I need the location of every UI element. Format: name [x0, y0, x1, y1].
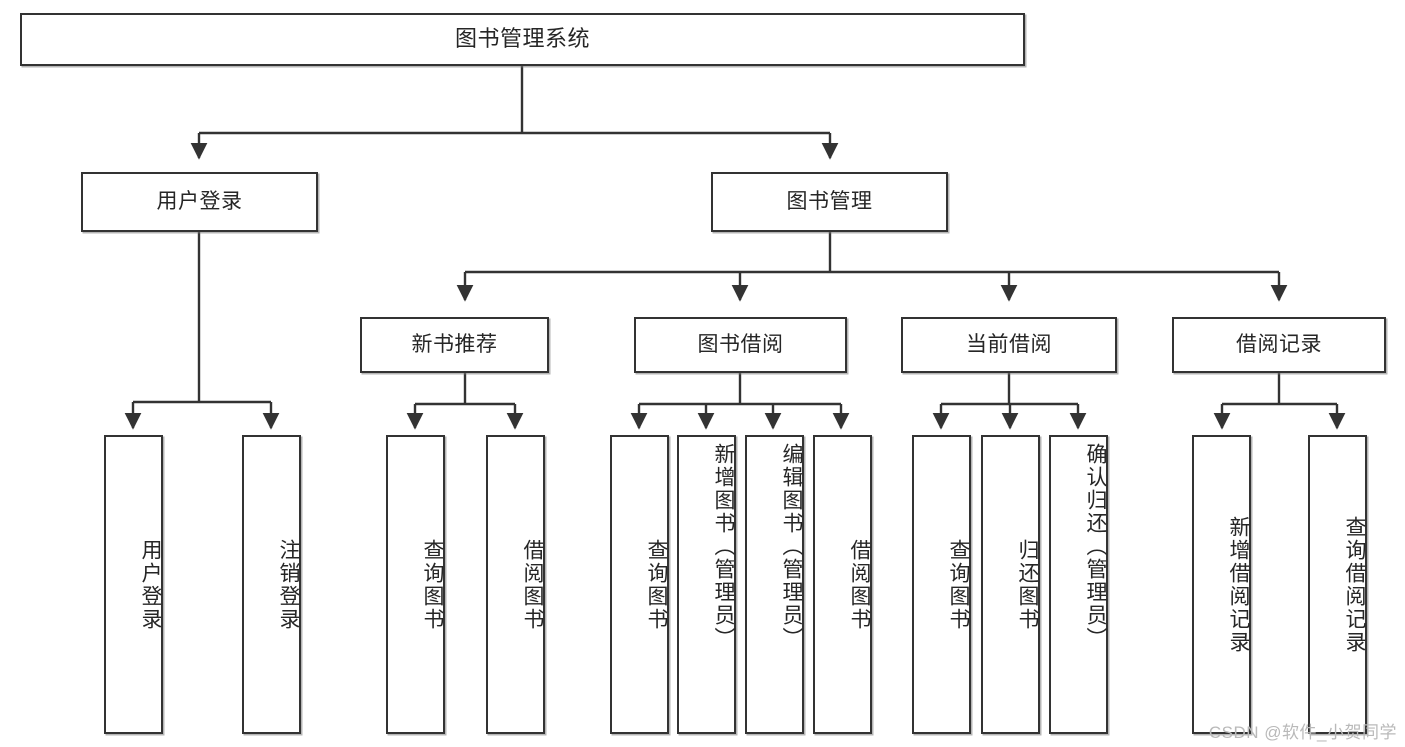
node-new-book-recommend[interactable]: 新书推荐: [360, 317, 549, 373]
node-label: 新书推荐: [411, 333, 498, 357]
leaf-query-book-1[interactable]: 查询图书: [386, 435, 445, 734]
node-label: 用户登录: [156, 190, 243, 214]
node-label: 查询图书: [947, 538, 970, 631]
leaf-query-book-2[interactable]: 查询图书: [610, 435, 669, 734]
node-label: 借阅图书: [848, 538, 871, 631]
node-label: 当前借阅: [966, 333, 1052, 357]
node-label: 图书管理系统: [454, 26, 590, 52]
leaf-query-book-3[interactable]: 查询图书: [912, 435, 971, 734]
watermark-text: CSDN @软件_小贺同学: [1208, 723, 1397, 742]
node-root-system[interactable]: 图书管理系统: [20, 13, 1025, 66]
node-current-borrow[interactable]: 当前借阅: [901, 317, 1117, 373]
node-label: 借阅图书: [521, 538, 544, 631]
node-label: 归还图书: [1016, 538, 1039, 631]
node-label: 图书管理: [786, 190, 873, 214]
leaf-borrow-book-1[interactable]: 借阅图书: [486, 435, 545, 734]
node-label: 查询图书: [645, 538, 668, 631]
node-label: 查询借阅记录: [1343, 515, 1366, 654]
leaf-add-record[interactable]: 新增借阅记录: [1192, 435, 1251, 734]
leaf-borrow-book-2[interactable]: 借阅图书: [813, 435, 872, 734]
leaf-query-record[interactable]: 查询借阅记录: [1308, 435, 1367, 734]
leaf-user-login[interactable]: 用户登录: [104, 435, 163, 734]
node-label: 用户登录: [139, 538, 162, 631]
node-label: 编辑图书（管理员）: [780, 443, 803, 650]
leaf-edit-book[interactable]: 编辑图书（管理员）: [745, 435, 804, 734]
node-label: 新增借阅记录: [1227, 515, 1250, 654]
node-label: 确认归还（管理员）: [1084, 443, 1107, 650]
leaf-confirm-return[interactable]: 确认归还（管理员）: [1049, 435, 1108, 734]
node-label: 图书借阅: [697, 333, 784, 357]
leaf-user-logout[interactable]: 注销登录: [242, 435, 301, 734]
node-user-login[interactable]: 用户登录: [81, 172, 318, 232]
node-book-management[interactable]: 图书管理: [711, 172, 948, 232]
node-label: 注销登录: [277, 538, 300, 631]
node-book-borrow[interactable]: 图书借阅: [634, 317, 847, 373]
node-borrow-record[interactable]: 借阅记录: [1172, 317, 1386, 373]
node-label: 借阅记录: [1236, 333, 1322, 357]
leaf-return-book[interactable]: 归还图书: [981, 435, 1040, 734]
node-label: 查询图书: [421, 538, 444, 631]
leaf-add-book[interactable]: 新增图书（管理员）: [677, 435, 736, 734]
node-label: 新增图书（管理员）: [712, 443, 735, 650]
